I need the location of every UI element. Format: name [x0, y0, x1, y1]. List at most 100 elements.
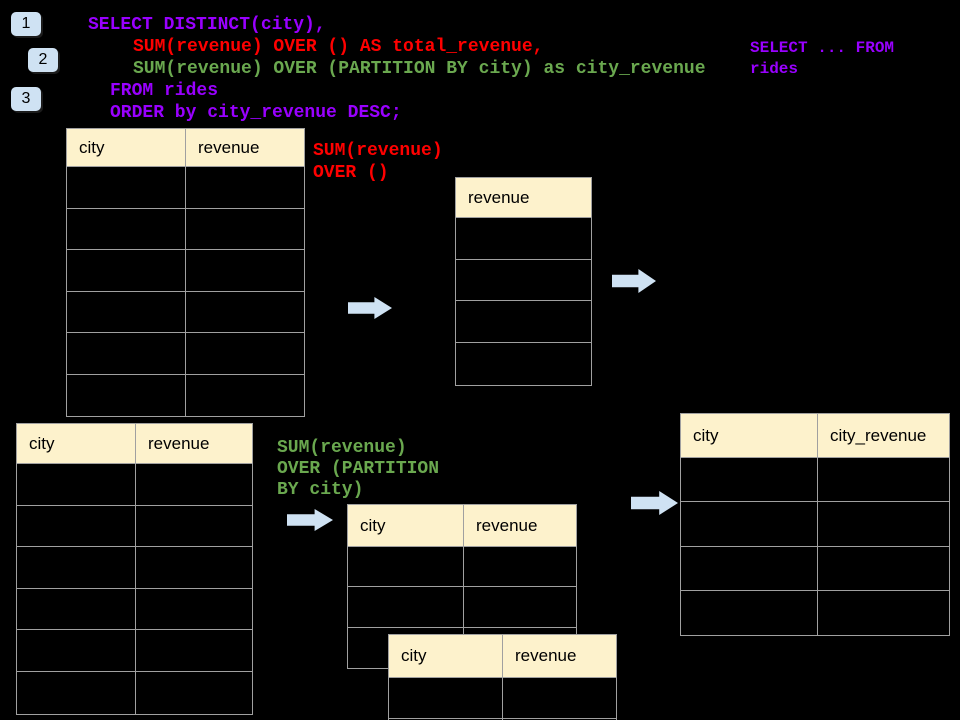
column-header-revenue: revenue — [476, 515, 538, 535]
step-badge-2: 2 — [28, 48, 58, 72]
table-cell — [681, 590, 818, 636]
table-cell — [17, 588, 136, 630]
table-row — [67, 374, 304, 417]
table-cell — [818, 547, 949, 590]
table-body — [17, 464, 252, 714]
table-cell — [186, 209, 304, 250]
table-cell — [136, 547, 252, 588]
table-cell — [136, 630, 252, 671]
table-cell — [456, 260, 591, 301]
annotation-partition-line2: OVER (PARTITION — [277, 459, 440, 479]
column-header-revenue: revenue — [468, 187, 530, 207]
column-header-city: city — [17, 424, 136, 463]
table-cell — [681, 546, 818, 590]
table-header-row: city revenue — [348, 505, 576, 547]
side-note-line2: rides — [750, 60, 799, 78]
column-header-city: city — [348, 505, 464, 546]
arrow-right-icon — [631, 491, 678, 515]
table-cell — [681, 502, 818, 546]
table-row — [456, 343, 591, 385]
table-cell — [503, 678, 616, 718]
table-row — [681, 458, 949, 503]
table-body — [681, 458, 949, 636]
table-cell — [186, 292, 304, 333]
table-cell — [464, 587, 576, 626]
table-row — [456, 301, 591, 344]
side-note-line1: SELECT ... FROM — [750, 39, 895, 57]
sql-line-order: ORDER by city_revenue DESC; — [110, 103, 402, 123]
table-row — [17, 505, 252, 548]
table-row — [348, 587, 576, 628]
table-row — [67, 250, 304, 292]
table-cell — [136, 589, 252, 630]
table-cell — [67, 374, 186, 416]
table-cell — [456, 343, 591, 385]
column-header-revenue: revenue — [515, 646, 577, 665]
table-body — [67, 167, 304, 416]
column-header-revenue: revenue — [148, 433, 210, 453]
table-cell — [186, 250, 304, 291]
table-cell — [186, 333, 304, 374]
table-row — [17, 588, 252, 631]
table-row — [67, 167, 304, 209]
column-header-city: city — [681, 414, 818, 457]
table-result: city city_revenue — [680, 413, 950, 637]
table-row — [17, 630, 252, 672]
sql-line-select: SELECT DISTINCT(city), — [88, 15, 326, 35]
step-badge-1: 1 — [11, 12, 41, 36]
table-cell — [464, 547, 576, 586]
column-header-revenue: revenue — [198, 137, 260, 157]
table-row — [389, 678, 616, 719]
table-header-row: city revenue — [389, 635, 616, 678]
column-header-city: city — [389, 635, 503, 677]
table-row — [456, 218, 591, 260]
table-row — [681, 546, 949, 591]
column-header-city-revenue: city_revenue — [830, 425, 927, 445]
table-row — [17, 464, 252, 506]
sql-line-total: SUM(revenue) OVER () AS total_revenue, — [133, 37, 544, 57]
table-cell — [67, 333, 186, 374]
table-cell — [348, 547, 464, 587]
table-cell — [136, 672, 252, 714]
table-cell — [67, 208, 186, 249]
table-row — [67, 208, 304, 250]
table-cell — [681, 458, 818, 502]
table-cell — [17, 671, 136, 714]
table-cell — [186, 375, 304, 417]
table-row — [456, 260, 591, 302]
table-total-revenue: revenue — [455, 177, 592, 386]
table-cell — [389, 678, 503, 718]
annotation-partition-line3: BY city) — [277, 480, 364, 500]
table-source-bottom: city revenue — [16, 423, 253, 715]
table-row — [67, 333, 304, 375]
table-partition-front: city revenue — [388, 634, 617, 720]
table-header-row: revenue — [456, 178, 591, 218]
table-cell — [17, 464, 136, 505]
table-row — [348, 547, 576, 588]
table-row — [17, 547, 252, 589]
table-cell — [348, 587, 464, 627]
table-cell — [17, 505, 136, 547]
table-cell — [818, 502, 949, 545]
table-cell — [67, 291, 186, 332]
table-row — [67, 291, 304, 333]
table-header-row: city city_revenue — [681, 414, 949, 458]
table-row — [681, 590, 949, 636]
table-body — [456, 218, 591, 385]
arrow-right-icon — [612, 269, 656, 293]
table-cell — [136, 464, 252, 505]
table-source-top: city revenue — [66, 128, 305, 417]
table-cell — [67, 167, 186, 208]
table-cell — [17, 547, 136, 588]
table-cell — [818, 458, 949, 501]
arrow-right-icon — [348, 297, 392, 319]
annotation-total-line2: OVER () — [313, 163, 389, 183]
table-cell — [17, 630, 136, 671]
step-badge-3: 3 — [11, 87, 41, 111]
sql-line-partition: SUM(revenue) OVER (PARTITION BY city) as… — [133, 59, 706, 79]
table-header-row: city revenue — [17, 424, 252, 464]
annotation-partition-line1: SUM(revenue) — [277, 438, 407, 458]
column-header-city: city — [67, 129, 186, 166]
table-cell — [456, 301, 591, 342]
